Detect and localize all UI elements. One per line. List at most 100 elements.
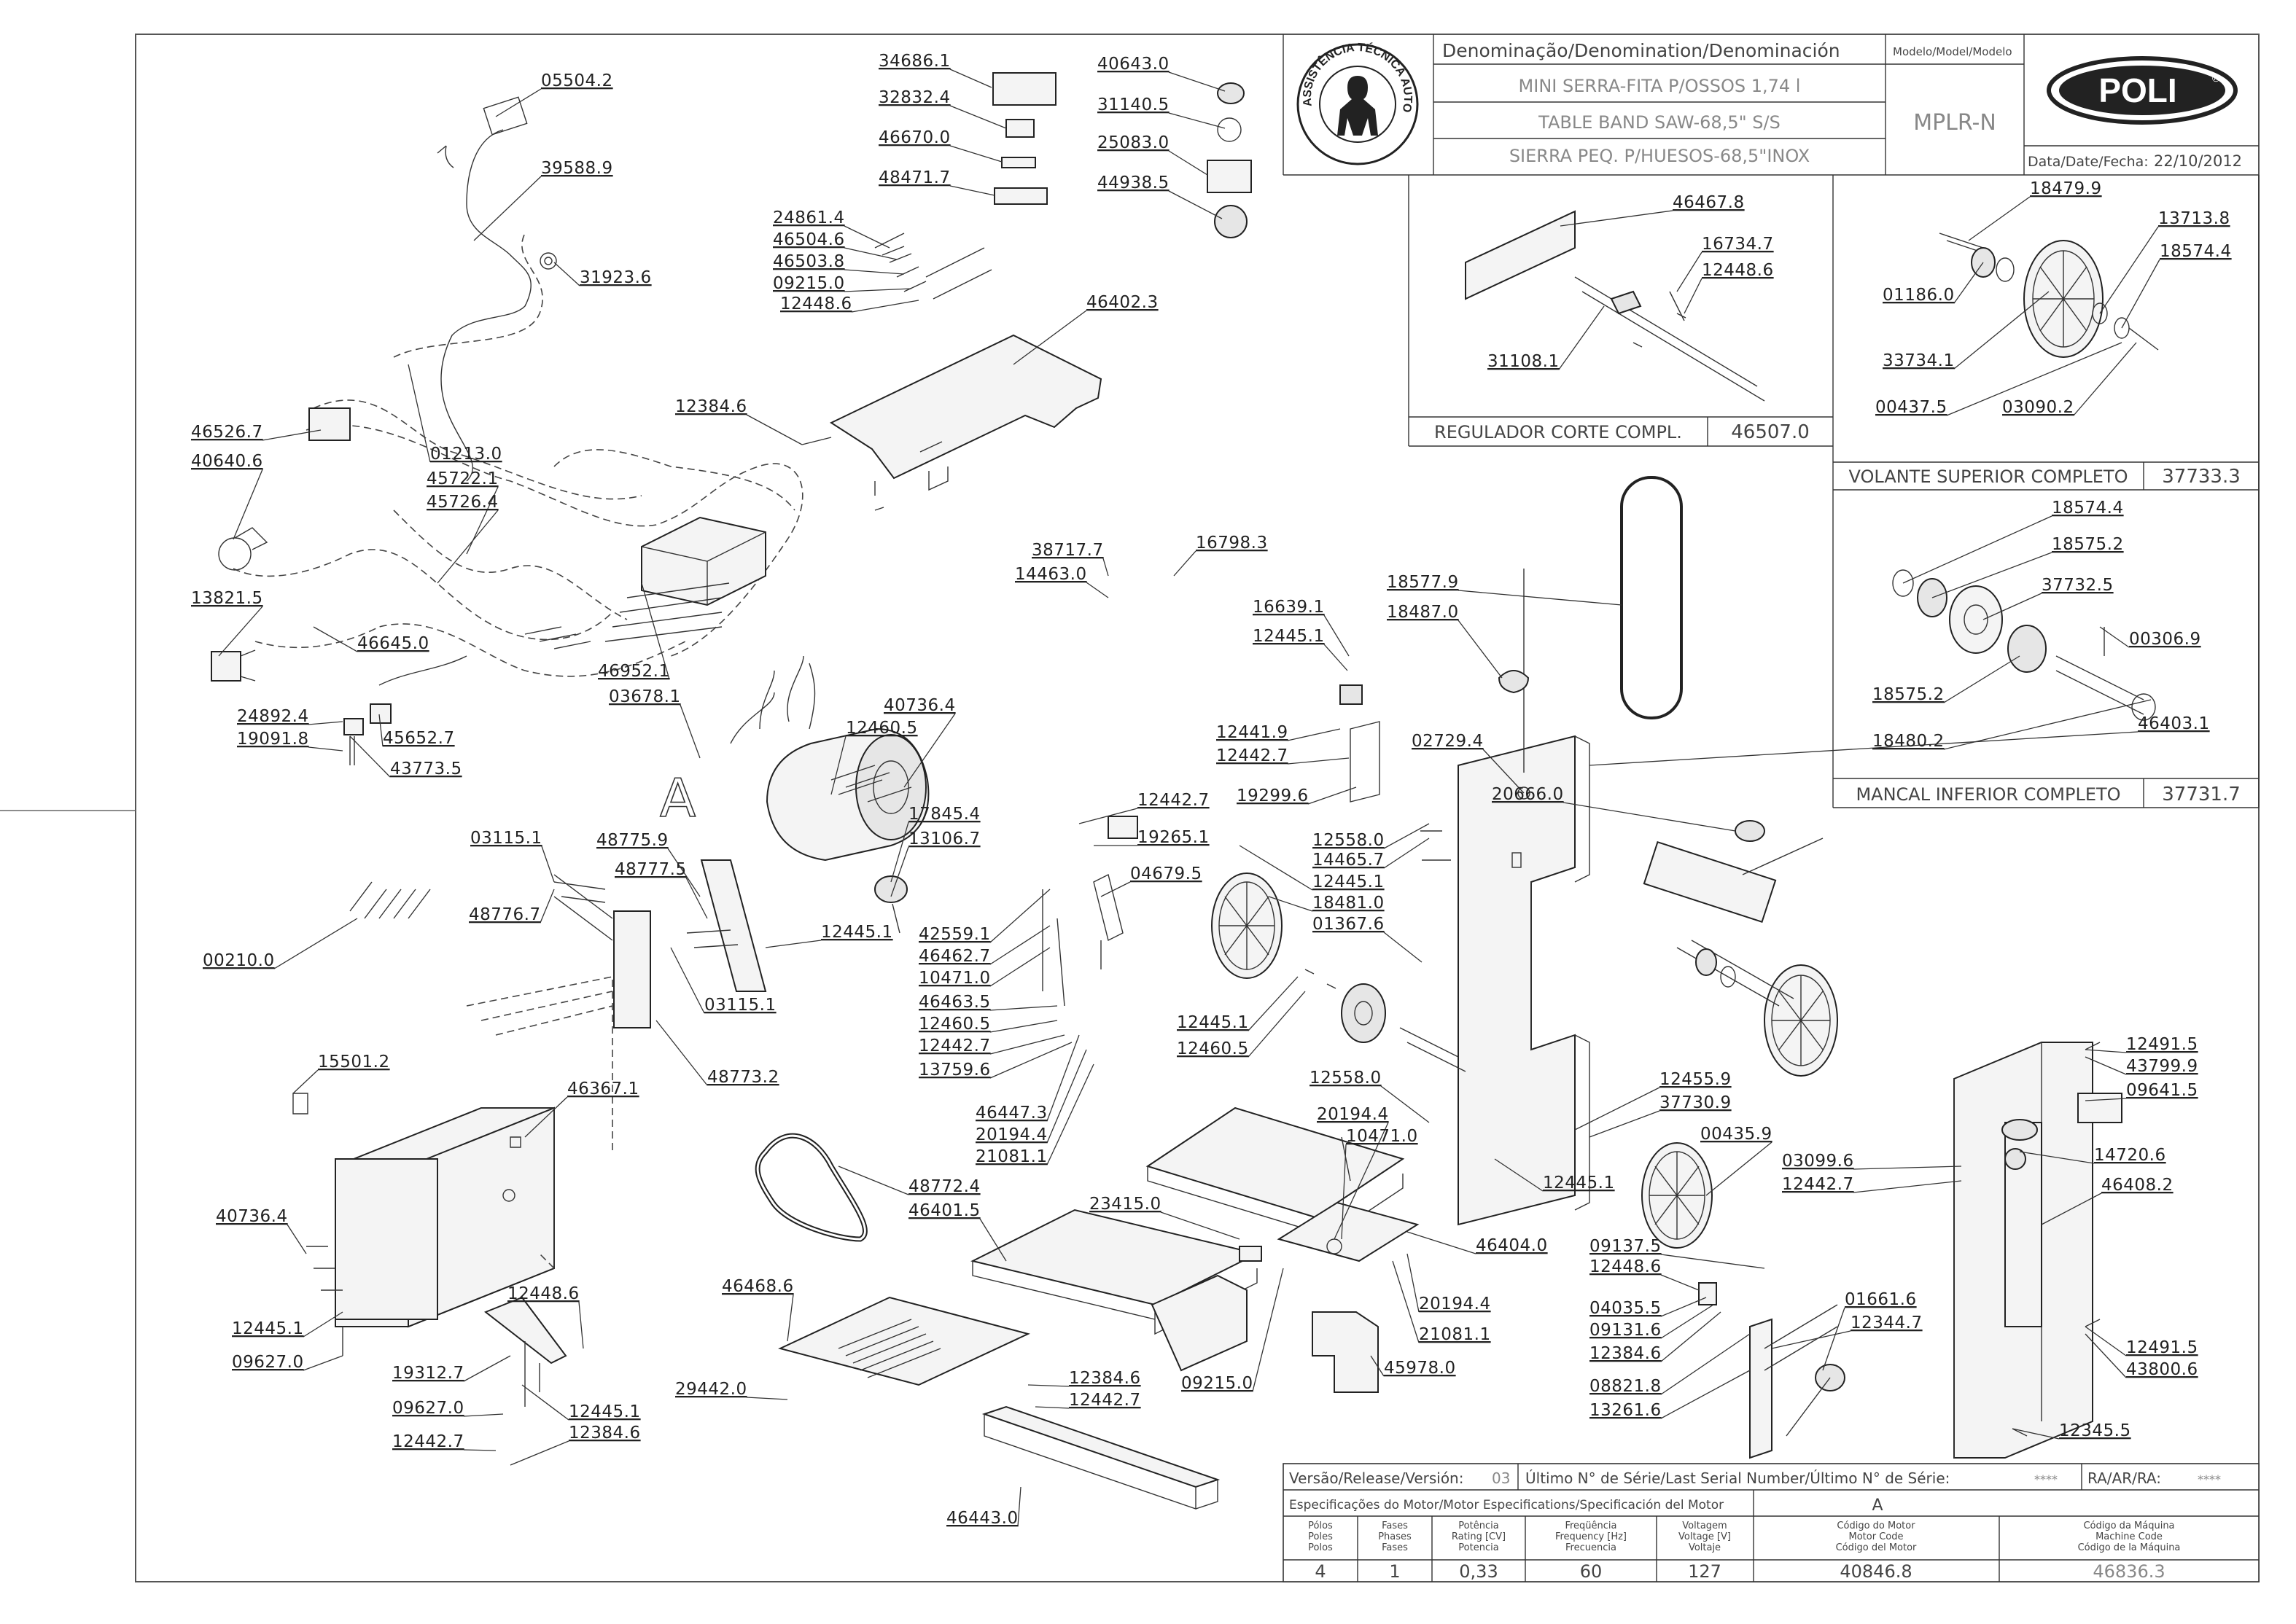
leader-line	[1046, 1049, 1087, 1144]
blade-guard-assembly	[1698, 1282, 1845, 1459]
part-number-label: 18480.2	[1872, 732, 1945, 751]
part-number-label: 48772.4	[908, 1177, 981, 1196]
leader-line	[553, 262, 580, 286]
part-number-label: 12384.6	[1589, 1344, 1662, 1363]
leader-line	[1676, 251, 1702, 292]
part-number-label: 18574.4	[2160, 242, 2232, 261]
part-number-label: 05504.2	[541, 71, 613, 90]
leader-line	[1334, 1122, 1389, 1240]
part-number-label: 00306.9	[2129, 630, 2201, 649]
part-number-label: 12384.6	[1069, 1369, 1141, 1388]
leader-line	[313, 626, 358, 652]
leader-line	[2012, 1428, 2060, 1440]
part-number-label: 02729.4	[1412, 732, 1484, 751]
part-number-label: 12344.7	[1851, 1313, 1923, 1332]
leader-line	[844, 225, 890, 249]
part-number-label: 12448.6	[780, 294, 852, 313]
part-number-label: 12445.1	[821, 923, 893, 942]
ra-value: ****	[2198, 1472, 2221, 1486]
leader-line	[1660, 1311, 1721, 1362]
part-number-label: 46467.8	[1673, 193, 1745, 212]
regulator-assembly	[1465, 210, 1765, 402]
leader-line	[463, 1355, 511, 1382]
leader-line	[667, 848, 701, 897]
part-number-label: 03099.6	[1782, 1152, 1854, 1171]
leader-line	[1173, 550, 1196, 577]
leader-line	[2099, 626, 2130, 648]
rear-wheel-assembly	[1643, 820, 1838, 1077]
upper-wheel-assembly	[1939, 233, 2159, 358]
leader-line	[1035, 1406, 1070, 1409]
part-number-label: 13106.7	[908, 829, 981, 848]
base-cabinet	[292, 910, 651, 1407]
leader-line	[1458, 590, 1622, 606]
part-number-labels: 05504.239588.931923.601213.046526.740640…	[191, 52, 2232, 1528]
part-number-label: 45726.4	[427, 493, 499, 512]
leader-line	[1168, 112, 1226, 129]
leader-line	[218, 606, 263, 657]
part-number-label: 12448.6	[507, 1284, 580, 1303]
part-number-label: 46503.8	[773, 252, 845, 271]
assembly-code-regulador: 46507.0	[1731, 421, 1810, 443]
labels-stickers	[992, 72, 1252, 238]
leader-line	[830, 735, 847, 795]
part-number-label: 48773.2	[707, 1068, 779, 1087]
part-number-label: 42559.1	[919, 925, 991, 944]
part-number-label: 46504.6	[773, 230, 845, 249]
part-number-label: 12445.1	[1177, 1013, 1249, 1032]
motor-spec-header-cell: Machine Code	[2095, 1531, 2163, 1542]
motor-spec-header-cell: Código do Motor	[1837, 1520, 1915, 1531]
part-number-label: 24892.4	[237, 707, 309, 726]
ra-label: RA/AR/RA:	[2087, 1469, 2161, 1487]
part-number-label: 12442.7	[1782, 1175, 1854, 1194]
part-number-label: 03678.1	[609, 687, 681, 706]
part-number-label: 40640.6	[191, 452, 263, 471]
leader-line	[2019, 1151, 2095, 1164]
leader-line	[578, 1301, 584, 1349]
leader-line	[1102, 558, 1109, 577]
part-number-label: 16798.3	[1196, 534, 1268, 553]
assembly-label-regulador: REGULADOR CORTE COMPL.	[1434, 422, 1682, 442]
part-number-label: 46670.0	[879, 128, 951, 147]
part-number-label: 16734.7	[1702, 235, 1774, 254]
view-letter-group: A	[659, 767, 696, 829]
leader-line	[1574, 1087, 1660, 1131]
part-number-label: 20194.4	[976, 1125, 1048, 1144]
part-number-label: 20194.4	[1317, 1105, 1389, 1124]
assembly-label-volante: VOLANTE SUPERIOR COMPLETO	[1849, 466, 2128, 487]
motor-spec-header-cell: Voltagem	[1682, 1520, 1727, 1531]
leader-line	[989, 1034, 1065, 1055]
part-number-label: 14465.7	[1312, 851, 1385, 870]
part-number-label: 12460.5	[1177, 1039, 1249, 1058]
leader-line	[1287, 757, 1350, 765]
part-number-label: 37730.9	[1659, 1093, 1732, 1112]
motor-spec-value-cell: 40846.8	[1840, 1561, 1912, 1582]
leader-line	[844, 247, 898, 260]
part-number-label: 31923.6	[580, 268, 652, 287]
leader-line	[2099, 226, 2159, 314]
part-number-label: 13261.6	[1589, 1401, 1662, 1420]
leader-line	[989, 1005, 1058, 1011]
leader-line	[1931, 552, 2052, 598]
part-number-label: 09215.0	[1181, 1374, 1253, 1393]
leader-line	[1046, 1063, 1094, 1166]
leader-line	[844, 288, 912, 292]
part-number-label: 38717.7	[1032, 541, 1104, 560]
saw-table	[1145, 1106, 1420, 1262]
leader-line	[1392, 1260, 1420, 1343]
leader-line	[1482, 749, 1525, 794]
leader-line	[641, 582, 670, 680]
electrical-box	[524, 516, 766, 649]
leader-line	[408, 364, 431, 463]
leader-line	[2085, 1056, 2127, 1075]
leader-line	[1660, 1297, 1707, 1317]
leader-line	[680, 704, 701, 759]
part-number-label: 46401.5	[908, 1201, 981, 1220]
part-number-label: 17845.4	[908, 805, 981, 824]
motor-spec-header-cell: Código del Motor	[1836, 1542, 1917, 1553]
leader-line	[1323, 614, 1350, 657]
leader-line	[1307, 786, 1357, 805]
leader-line	[1560, 210, 1673, 227]
leader-line	[466, 486, 499, 555]
part-number-label: 03115.1	[470, 829, 542, 848]
